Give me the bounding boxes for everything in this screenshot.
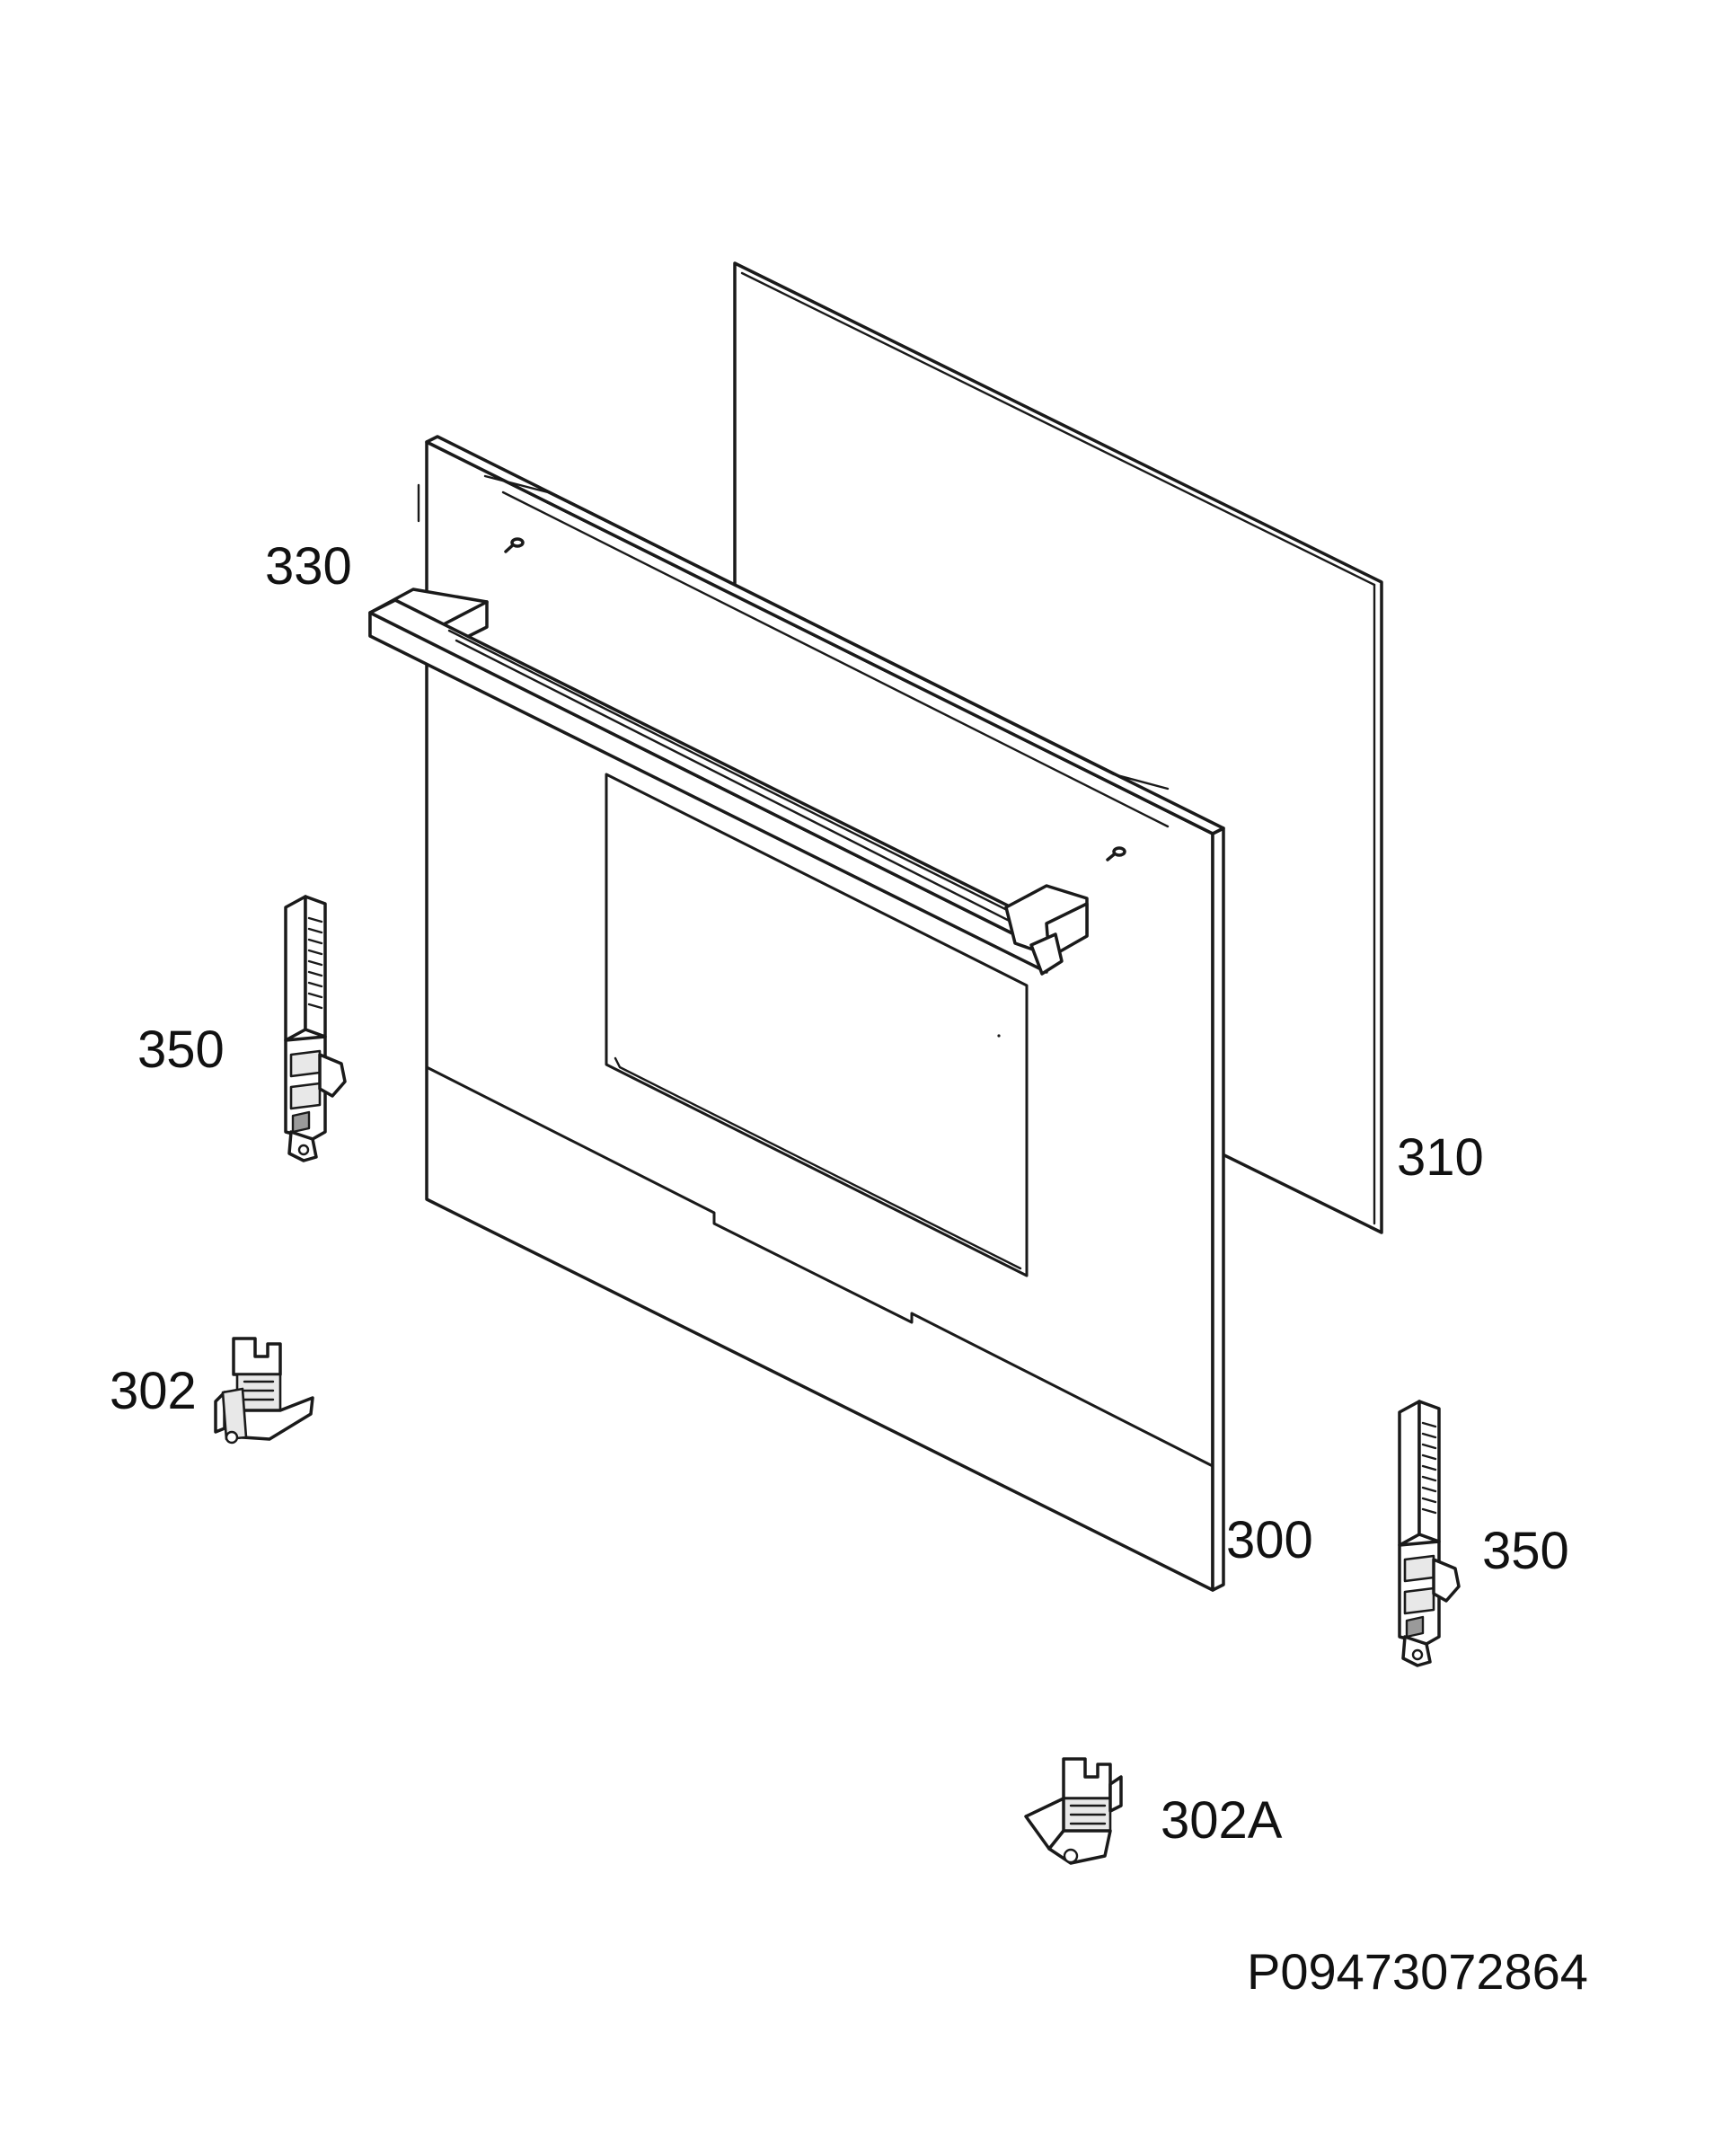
hinge-holder-left <box>214 1337 314 1445</box>
label-350-right: 350 <box>1482 1522 1569 1580</box>
hinge-left <box>284 895 347 1162</box>
label-302a: 302A <box>1161 1791 1283 1850</box>
label-310: 310 <box>1397 1128 1484 1187</box>
label-350-left: 350 <box>137 1021 225 1079</box>
hinge-right <box>1398 1400 1461 1667</box>
door-handle <box>368 588 1089 976</box>
label-330: 330 <box>265 537 352 596</box>
mounting-pin-right <box>1106 846 1126 862</box>
document-code: P09473072864 <box>1247 1943 1588 2000</box>
mounting-pin-left <box>504 537 525 553</box>
label-302: 302 <box>110 1362 197 1420</box>
label-300: 300 <box>1226 1511 1313 1569</box>
hinge-holder-right <box>1024 1757 1123 1865</box>
